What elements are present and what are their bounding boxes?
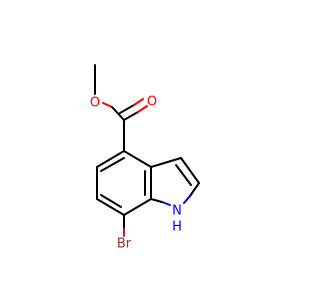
bond-c7-c6-inner [100, 194, 122, 208]
bond-c5-c4-inner [100, 157, 125, 172]
bond-n-c7a [150, 198, 163, 203]
bond-oxygen-carbonyl [111, 106, 125, 121]
bond-carbonyl-double-2 [119, 104, 135, 114]
bond-carbonyl-double-1 [123, 111, 139, 121]
indole-hydrogen-label: H [172, 220, 182, 235]
bond-c2-n [189, 182, 200, 197]
bond-c5-c4 [96, 150, 125, 168]
bond-c4-c3a [123, 150, 152, 168]
ether-oxygen-label: O [90, 96, 100, 111]
bond-n-c7a-blue [161, 201, 171, 206]
molecule-drawing: O O N H Br [90, 64, 200, 252]
bromine-label: Br [117, 237, 132, 252]
bond-carbonyl-double-2-red [133, 98, 144, 106]
bond-c7-c6 [96, 198, 125, 216]
bond-c7a-c7 [123, 198, 152, 216]
indole-nitrogen-label: N [172, 204, 182, 219]
structure-canvas: O O N H Br [90, 64, 200, 252]
bond-c3-c2-inner [175, 164, 192, 186]
bond-c2-n-blue [183, 195, 191, 204]
bond-c3-c2 [180, 157, 200, 184]
bond-oxygen-carbonyl-red [102, 102, 113, 108]
carbonyl-oxygen-label: O [147, 95, 157, 110]
bond-carbonyl-double-1-red [137, 105, 148, 113]
bond-c3a-c3 [150, 157, 182, 168]
